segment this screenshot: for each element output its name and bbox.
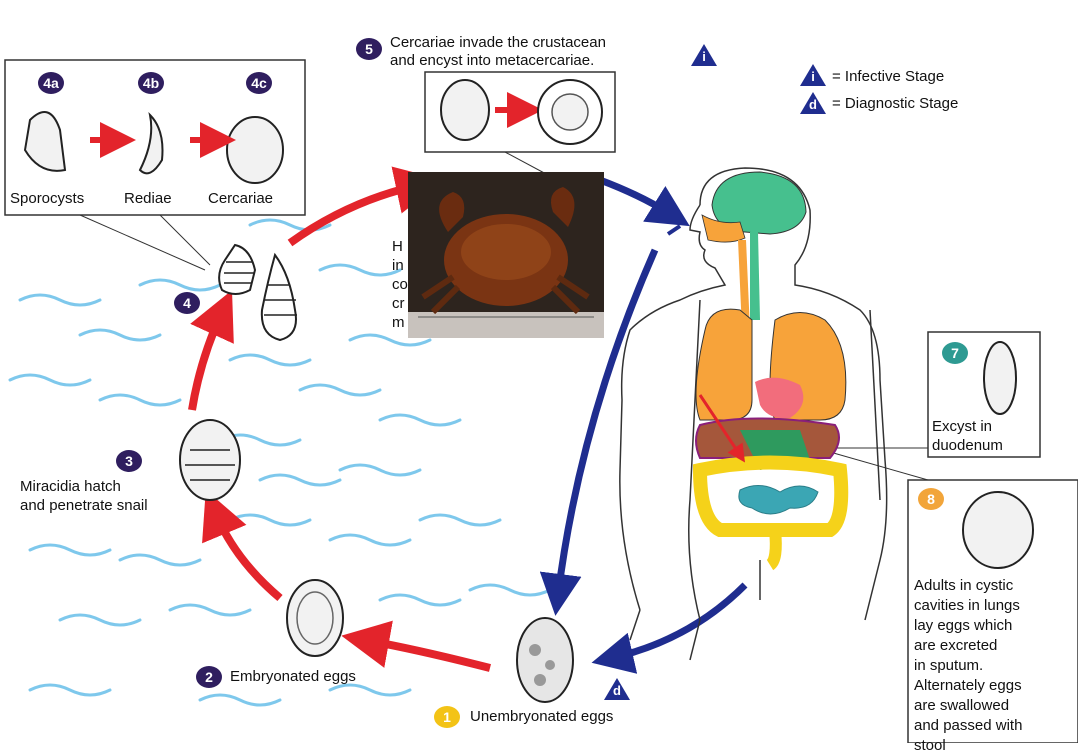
badge-2: 2 (196, 666, 222, 688)
badge-4b: 4b (138, 72, 164, 94)
badge-8: 8 (918, 488, 944, 510)
unembryonated-egg (517, 618, 573, 702)
snails (219, 245, 297, 340)
arrow-unembryonated-to-embryonated (365, 640, 490, 668)
label-sporocysts: Sporocysts (10, 190, 84, 208)
stage8-line8: and passed with (914, 717, 1022, 735)
stage8-line9: stool (914, 737, 946, 755)
hidden-text-4: cr (392, 295, 405, 313)
badge-4a: 4a (38, 72, 64, 94)
stage8-line7: are swallowed (914, 697, 1009, 715)
arrow-snail-to-crab (290, 185, 420, 243)
legend-diagnostic-icon: d (800, 92, 826, 114)
arrow-miracidia-to-snail (192, 312, 222, 410)
stage8-line4: are excreted (914, 637, 997, 655)
connector-line (80, 215, 205, 270)
arrow-crab-to-human (600, 180, 672, 215)
stage8-line1: Adults in cystic (914, 577, 1013, 595)
stage5-line2: and encyst into metacercariae. (390, 52, 594, 70)
legend-infective-text: = Infective Stage (832, 68, 944, 86)
badge-7: 7 (942, 342, 968, 364)
spinal-cord (750, 232, 760, 320)
arrow-stool-to-eggs (612, 585, 745, 658)
heart (755, 378, 803, 419)
arrow-embryonated-to-miracidia (215, 512, 280, 598)
stage8-line5: in sputum. (914, 657, 983, 675)
stage5-line1: Cercariae invade the crustacean (390, 34, 606, 52)
stage7-line2: duodenum (932, 437, 1003, 455)
connector-line (160, 215, 210, 265)
badge-1: 1 (434, 706, 460, 728)
badge-3: 3 (116, 450, 142, 472)
miracidium (180, 420, 240, 500)
badge-4: 4 (174, 292, 200, 314)
label-cercariae: Cercariae (208, 190, 273, 208)
stage2-label: Embryonated eggs (230, 668, 356, 686)
rectum (770, 530, 776, 565)
hidden-text-2: in (392, 257, 404, 275)
hidden-text-1: H (392, 238, 403, 256)
label-rediae: Rediae (124, 190, 172, 208)
adult-fluke (963, 492, 1033, 568)
diagnostic-stage-icon: d (604, 678, 630, 700)
stage8-line6: Alternately eggs (914, 677, 1022, 695)
stage7-line1: Excyst in (932, 418, 992, 436)
excysted-larva (984, 342, 1016, 414)
hidden-text-3: co (392, 276, 408, 294)
badge-4c: 4c (246, 72, 272, 94)
infective-stage-icon: i (691, 44, 717, 66)
small-intestine (739, 485, 818, 514)
legend-diagnostic-text: = Diagnostic Stage (832, 95, 958, 113)
legend-infective-icon: i (800, 64, 826, 86)
stage8-line2: cavities in lungs (914, 597, 1020, 615)
stage3-line2: and penetrate snail (20, 497, 148, 515)
badge-5: 5 (356, 38, 382, 60)
stage8-line3: lay eggs which (914, 617, 1012, 635)
stage1-label: Unembryonated eggs (470, 708, 613, 726)
arrow-fragment (668, 226, 680, 234)
organs (696, 172, 846, 565)
hidden-text-5: m (392, 314, 405, 332)
stage3-line1: Miracidia hatch (20, 478, 121, 496)
crab-photo (408, 172, 604, 338)
